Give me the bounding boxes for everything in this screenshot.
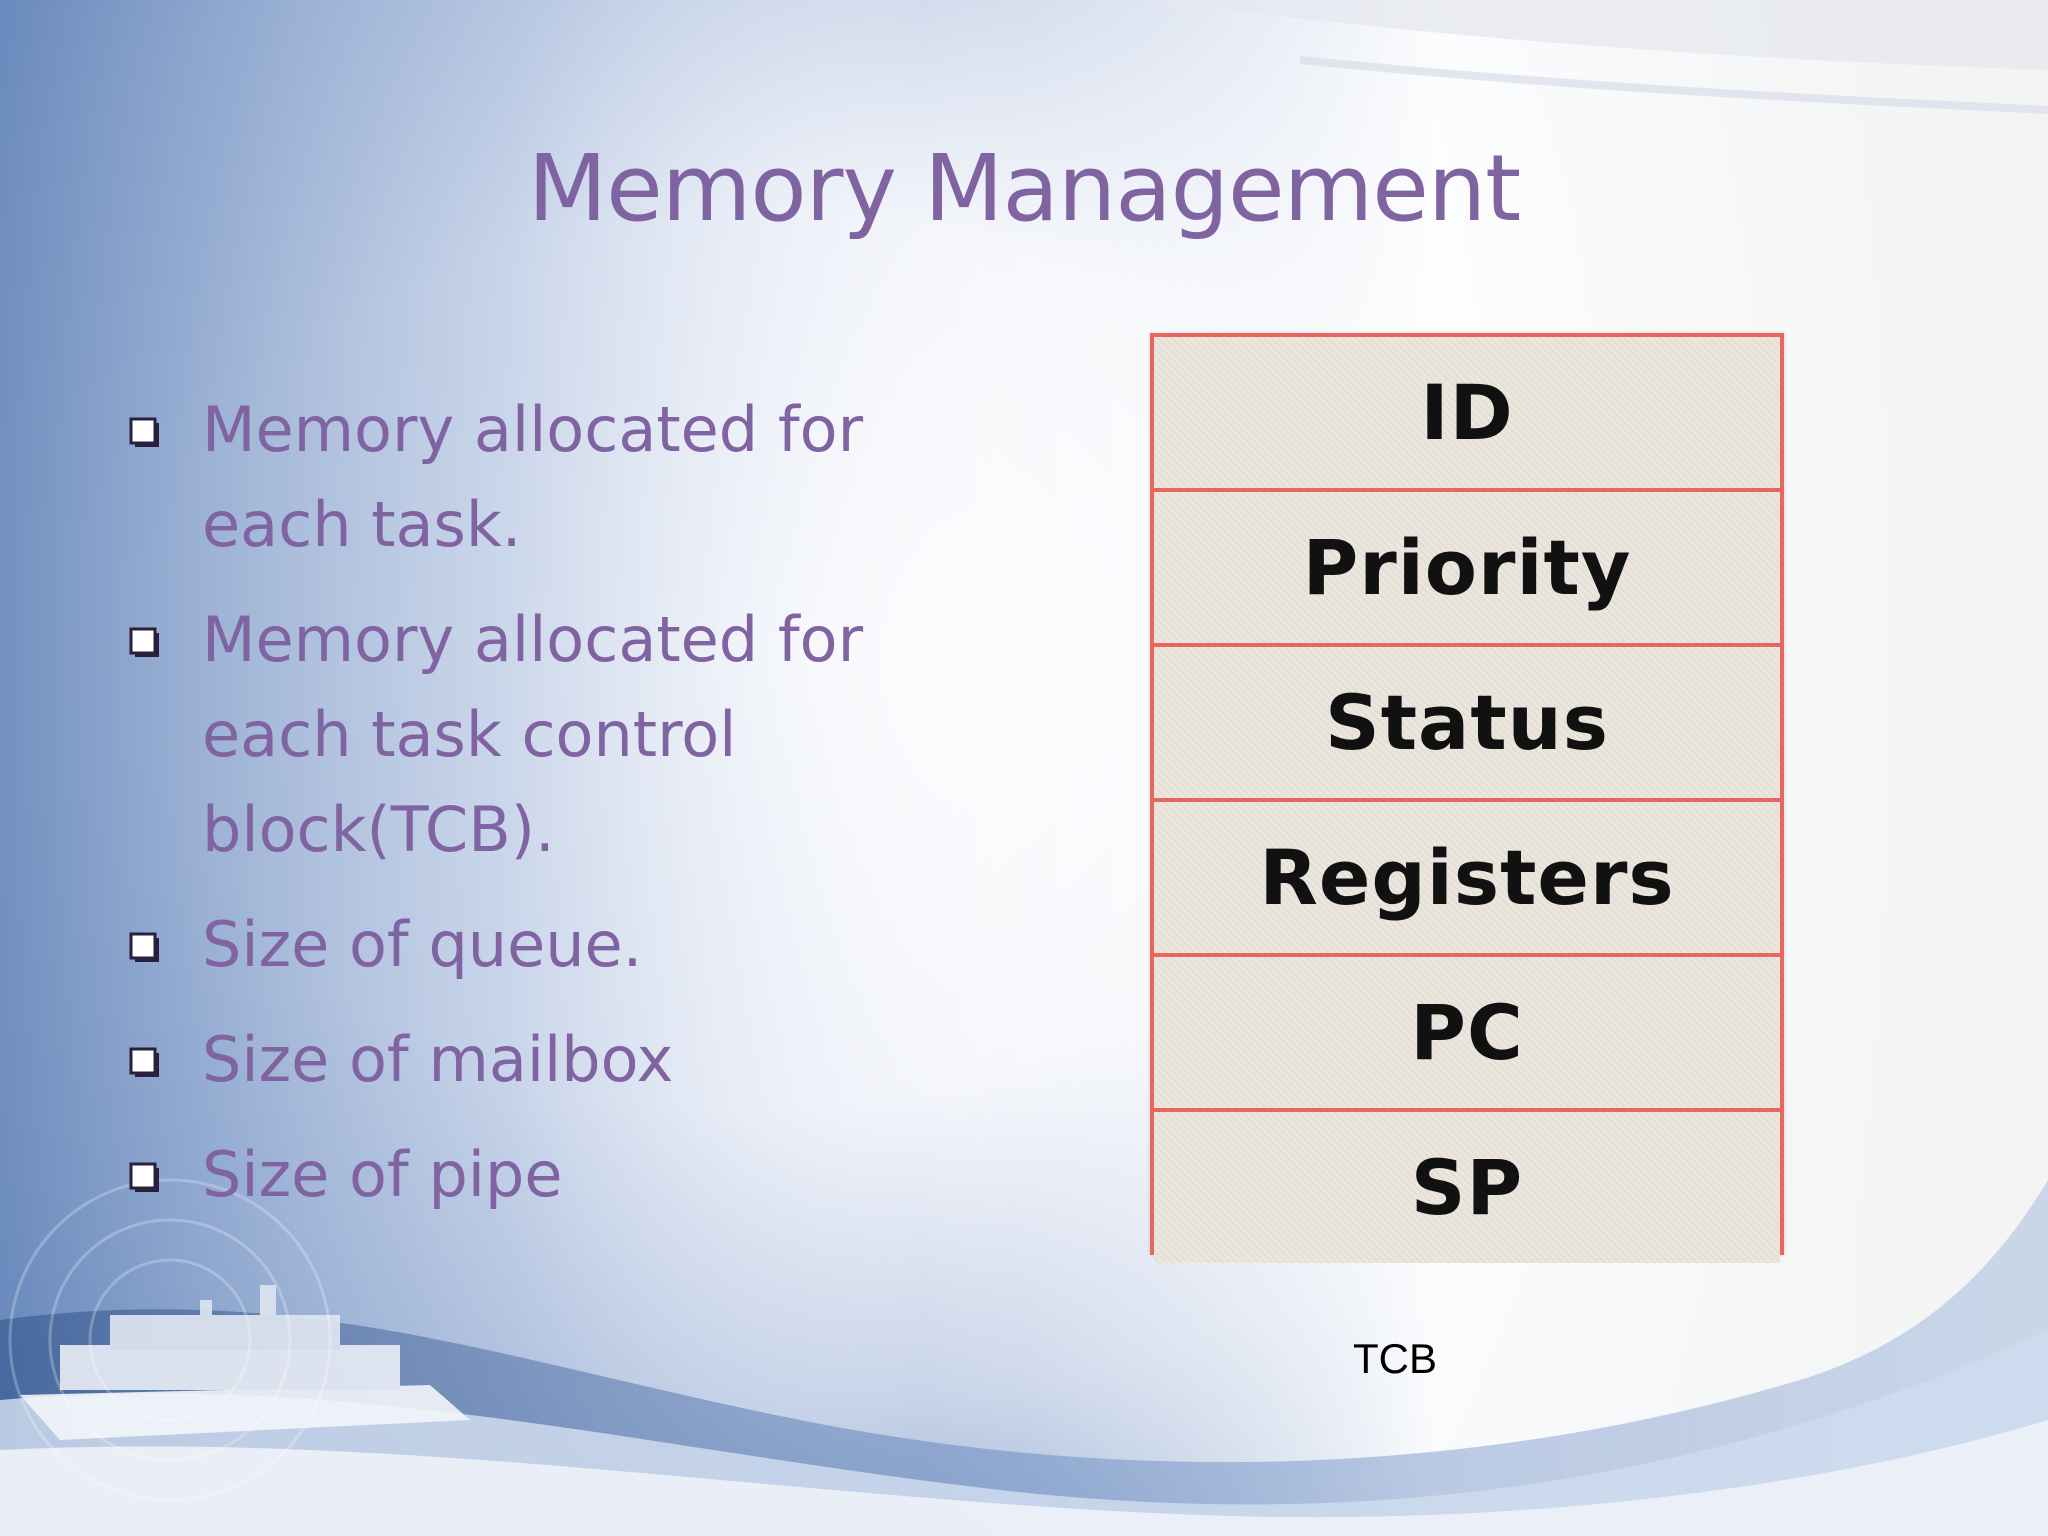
bullet-item: Size of queue. — [128, 897, 948, 992]
square-bullet-icon — [129, 1047, 159, 1077]
bullet-text: Size of queue. — [202, 908, 643, 981]
tcb-field-sp: SP — [1154, 1112, 1780, 1263]
square-bullet-icon — [129, 627, 159, 657]
bullet-text: Size of mailbox — [202, 1023, 674, 1096]
tcb-field-id: ID — [1154, 337, 1780, 492]
tcb-field-pc: PC — [1154, 957, 1780, 1112]
tcb-field-priority: Priority — [1154, 492, 1780, 647]
square-bullet-icon — [129, 417, 159, 447]
square-bullet-icon — [129, 1162, 159, 1192]
tcb-field-registers: Registers — [1154, 802, 1780, 957]
tcb-field-status: Status — [1154, 647, 1780, 802]
bullet-item: Memory allocated for each task. — [128, 382, 948, 572]
bullet-text: Memory allocated for each task. — [202, 393, 864, 561]
bullet-item: Memory allocated for each task control b… — [128, 592, 948, 877]
bullet-text: Memory allocated for each task control b… — [202, 603, 864, 866]
bullet-item: Size of mailbox — [128, 1012, 948, 1107]
slide-title: Memory Management — [527, 135, 1521, 242]
bullet-text: Size of pipe — [202, 1138, 563, 1211]
bullet-list: Memory allocated for each task. Memory a… — [128, 382, 948, 1242]
square-bullet-icon — [129, 932, 159, 962]
bullet-item: Size of pipe — [128, 1127, 948, 1222]
tcb-diagram: ID Priority Status Registers PC SP — [1150, 333, 1784, 1263]
tcb-caption: TCB — [1353, 1335, 1437, 1382]
